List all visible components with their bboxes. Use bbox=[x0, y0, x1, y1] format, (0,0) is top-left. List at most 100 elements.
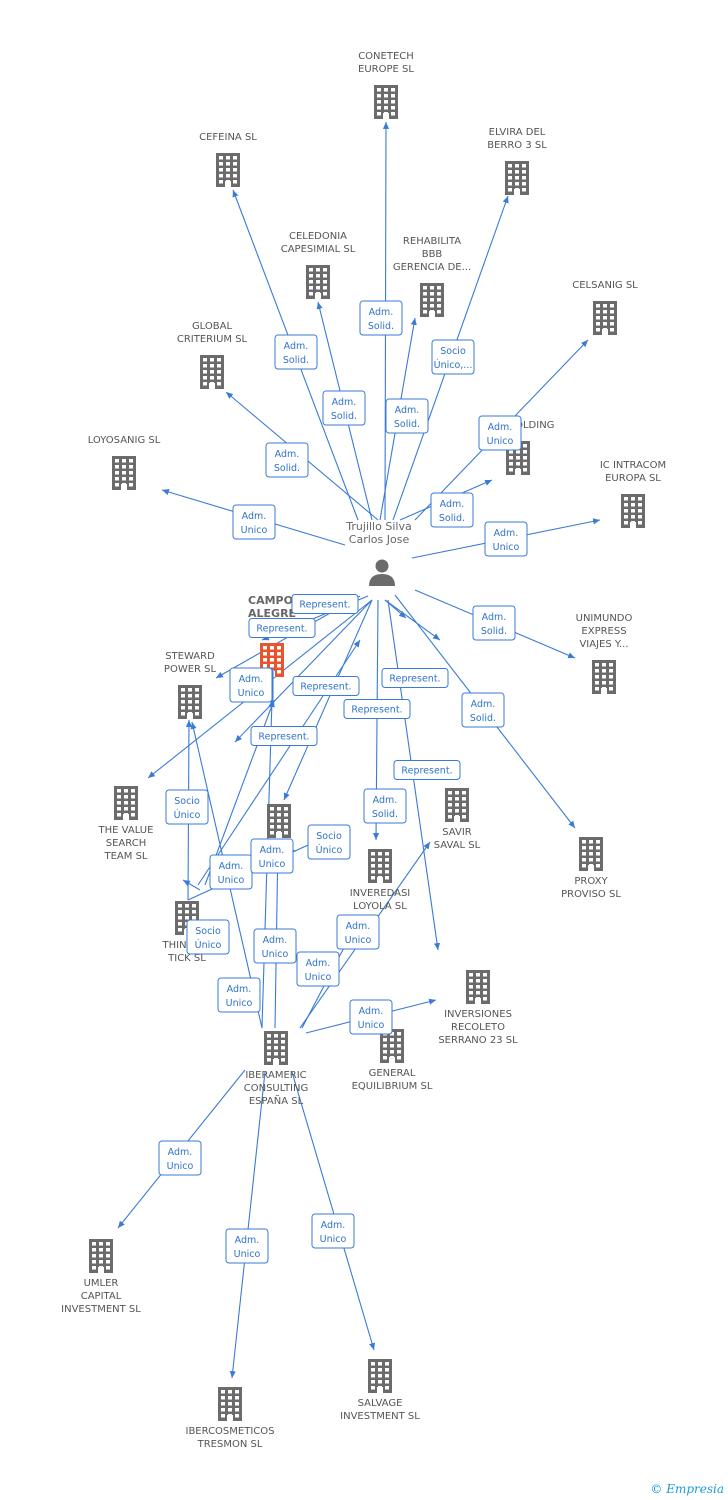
edge-label-5[interactable]: Adm.Solid. bbox=[265, 442, 309, 478]
building-icon bbox=[592, 660, 616, 694]
company-label: CEFEINA SL bbox=[199, 132, 257, 143]
edge-line-24 bbox=[182, 879, 201, 891]
edge-line-15 bbox=[234, 599, 373, 743]
building-icon bbox=[306, 265, 330, 299]
edge-label-7[interactable]: Adm.Solid. bbox=[430, 492, 474, 528]
edge-line-18 bbox=[384, 599, 441, 641]
edge-label-26[interactable]: Adm.Unico bbox=[250, 838, 294, 874]
edge-label-text: Adm.Unico bbox=[358, 1006, 385, 1031]
building-icon bbox=[112, 456, 136, 490]
edge-label-14[interactable]: Represent. bbox=[292, 676, 360, 696]
edge-label-text: Adm.Unico bbox=[226, 984, 253, 1009]
edge-label-28[interactable]: Adm.Unico bbox=[217, 977, 261, 1013]
company-node-cefeina[interactable]: CEFEINA SL bbox=[199, 132, 257, 187]
edge-label-text: Adm.Unico bbox=[262, 935, 289, 960]
edge-label-text: Represent. bbox=[389, 674, 440, 685]
building-icon bbox=[420, 283, 444, 317]
edge-label-11[interactable]: Represent. bbox=[291, 594, 359, 614]
company-label: LOYOSANIG SL bbox=[88, 435, 161, 446]
edge-label-0[interactable]: Adm.Solid. bbox=[274, 334, 318, 370]
edge-label-3[interactable]: Adm.Solid. bbox=[322, 390, 366, 426]
edge-label-text: Adm.Solid. bbox=[394, 405, 420, 430]
edge-label-text: Adm.Unico bbox=[167, 1147, 194, 1172]
edge-label-33[interactable]: Adm.Unico bbox=[225, 1228, 269, 1264]
edge-label-19[interactable]: Represent. bbox=[393, 760, 461, 780]
building-icon bbox=[218, 1387, 242, 1421]
edge-label-text: Adm.Unico bbox=[345, 921, 372, 946]
edge-line-33 bbox=[229, 1071, 266, 1379]
company-node-celsanig[interactable]: CELSANIG SL bbox=[572, 280, 638, 335]
edge-label-22[interactable]: Adm.Unico bbox=[229, 667, 273, 703]
empresia-brand[interactable]: © Empresia bbox=[650, 1482, 724, 1496]
building-icon bbox=[374, 85, 398, 119]
edge-label-10[interactable]: Adm.Solid. bbox=[472, 605, 516, 641]
edge-label-9[interactable]: Adm.Unico bbox=[484, 521, 528, 557]
edge-label-23[interactable]: Adm.Unico bbox=[209, 854, 253, 890]
edge-line-34 bbox=[291, 1071, 375, 1351]
building-icon bbox=[200, 355, 224, 389]
edge-label-34[interactable]: Adm.Unico bbox=[311, 1213, 355, 1249]
edge-label-text: Represent. bbox=[256, 624, 307, 635]
company-node-loyosanig[interactable]: LOYOSANIG SL bbox=[88, 435, 161, 490]
edge-label-32[interactable]: Adm.Unico bbox=[158, 1140, 202, 1176]
edge-label-6[interactable]: Adm.Unico bbox=[232, 504, 276, 540]
edge-label-8[interactable]: Adm.Unico bbox=[478, 415, 522, 451]
edge-label-text: Adm.Solid. bbox=[481, 612, 507, 637]
edge-label-27[interactable]: Adm.Unico bbox=[253, 928, 297, 964]
edge-label-text: Represent. bbox=[299, 600, 350, 611]
edge-label-31[interactable]: Adm.Unico bbox=[349, 999, 393, 1035]
edge-label-text: Adm.Solid. bbox=[439, 499, 465, 524]
building-icon bbox=[380, 1029, 404, 1063]
edge-label-4[interactable]: Adm.Solid. bbox=[385, 398, 429, 434]
edge-label-16[interactable]: Represent. bbox=[381, 668, 449, 688]
edge-label-29[interactable]: Adm.Unico bbox=[296, 951, 340, 987]
edge-label-12[interactable]: Represent. bbox=[248, 618, 316, 638]
edge-label-text: Adm.Solid. bbox=[274, 449, 300, 474]
edge-label-20[interactable]: Adm.Solid. bbox=[461, 692, 505, 728]
edge-label-1[interactable]: Adm.Solid. bbox=[359, 300, 403, 336]
edge-label-text: Adm.Solid. bbox=[283, 341, 309, 366]
edge-label-30[interactable]: Adm.Unico bbox=[336, 914, 380, 950]
edge-label-text: Adm.Unico bbox=[238, 674, 265, 699]
edge-label-15[interactable]: Represent. bbox=[250, 726, 318, 746]
edge-label-17[interactable]: Adm.Solid. bbox=[363, 788, 407, 824]
edge-label-18[interactable]: Represent. bbox=[343, 699, 411, 719]
edge-label-text: Adm.Solid. bbox=[331, 397, 357, 422]
edge-label-text: Adm.Solid. bbox=[372, 795, 398, 820]
